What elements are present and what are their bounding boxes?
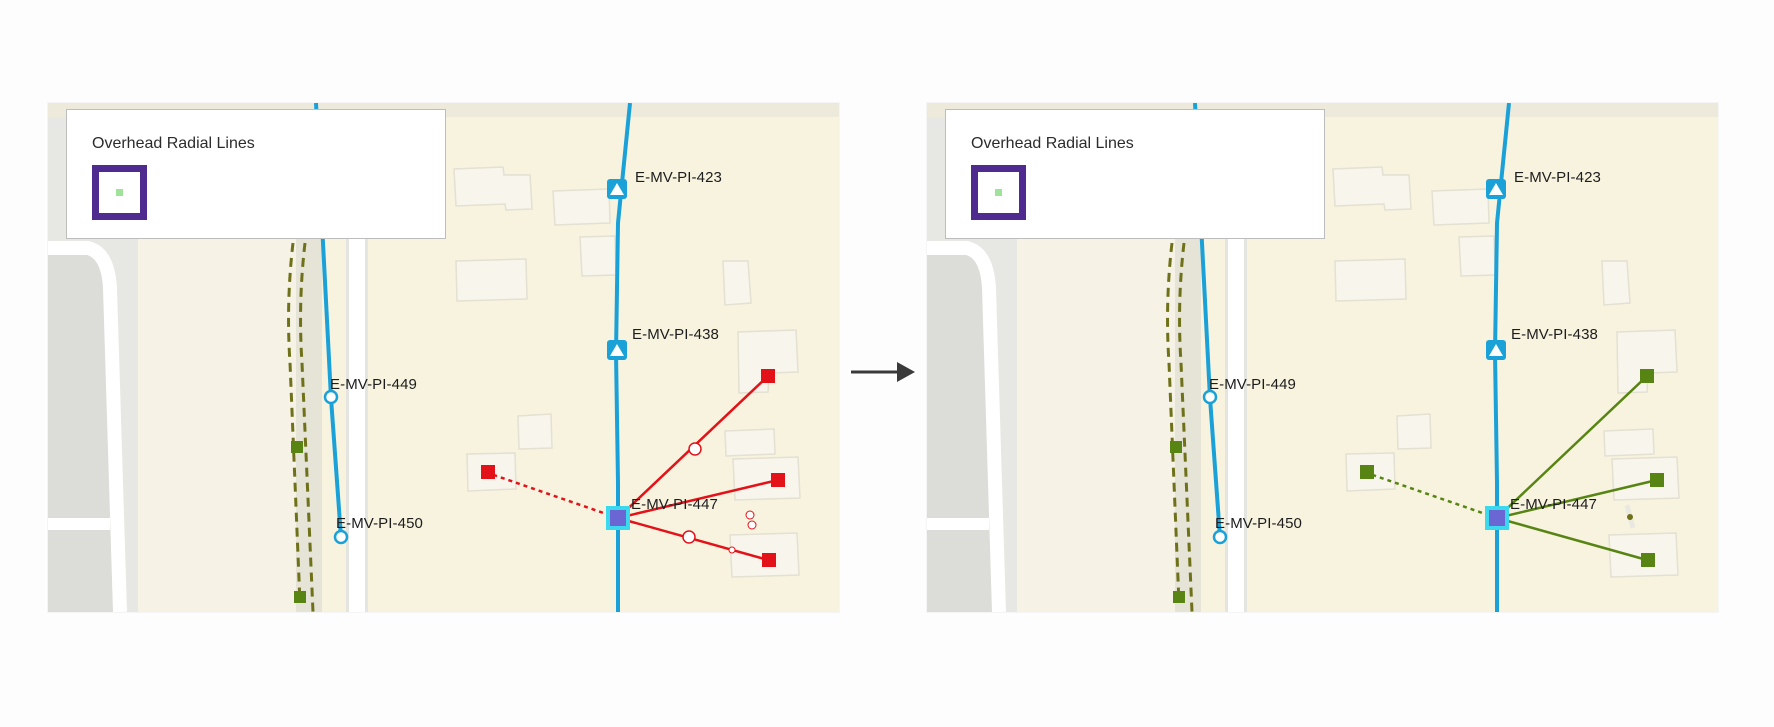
label-e-mv-pi-447: E-MV-PI-447 bbox=[631, 496, 718, 513]
map-panel-before[interactable]: Overhead Radial Lines E-MV-PI-423 E-MV-P… bbox=[48, 103, 839, 612]
label-e-mv-pi-423: E-MV-PI-423 bbox=[635, 169, 722, 186]
purple-square-icon bbox=[971, 165, 1026, 220]
legend-dot bbox=[116, 189, 123, 196]
purple-square-icon bbox=[92, 165, 147, 220]
legend-title: Overhead Radial Lines bbox=[92, 135, 255, 152]
label-e-mv-pi-438: E-MV-PI-438 bbox=[632, 326, 719, 343]
legend-title: Overhead Radial Lines bbox=[971, 135, 1134, 152]
label-e-mv-pi-423: E-MV-PI-423 bbox=[1514, 169, 1601, 186]
label-e-mv-pi-438: E-MV-PI-438 bbox=[1511, 326, 1598, 343]
label-e-mv-pi-449: E-MV-PI-449 bbox=[1209, 376, 1296, 393]
label-e-mv-pi-447: E-MV-PI-447 bbox=[1510, 496, 1597, 513]
label-e-mv-pi-449: E-MV-PI-449 bbox=[330, 376, 417, 393]
legend-panel: Overhead Radial Lines bbox=[66, 109, 446, 239]
legend-dot bbox=[995, 189, 1002, 196]
label-e-mv-pi-450: E-MV-PI-450 bbox=[336, 515, 423, 532]
right-arrow-icon bbox=[851, 362, 915, 382]
label-e-mv-pi-450: E-MV-PI-450 bbox=[1215, 515, 1302, 532]
map-panel-after[interactable]: Overhead Radial Lines E-MV-PI-423 E-MV-P… bbox=[927, 103, 1718, 612]
legend-panel: Overhead Radial Lines bbox=[945, 109, 1325, 239]
